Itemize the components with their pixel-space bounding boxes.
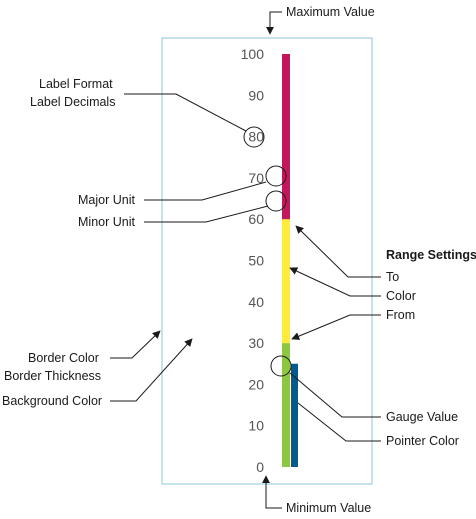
label-format-leader (124, 93, 247, 132)
label-format-label: Label Format (39, 77, 113, 91)
scale-tick-label: 10 (248, 418, 264, 434)
minimum-value-leader (262, 475, 282, 509)
gauge-value-leader (289, 372, 381, 418)
scale-tick-label: 30 (248, 335, 264, 351)
range-settings-heading: Range Settings (386, 248, 476, 262)
range-from-label: From (386, 308, 415, 322)
label-format-marker (243, 126, 265, 148)
pointer-bar-group (291, 363, 298, 467)
scale-tick-label: 50 (248, 253, 264, 269)
minor-unit-label: Minor Unit (78, 215, 135, 229)
scale-tick-label: 70 (248, 170, 264, 186)
range-to-leader (295, 225, 381, 278)
gauge-value-label: Gauge Value (386, 410, 458, 424)
range-band (282, 343, 290, 467)
range-band (282, 219, 290, 344)
minor-unit-marker (265, 190, 287, 212)
scale-tick-label: 80 (248, 129, 264, 145)
maximum-value-label: Maximum Value (286, 5, 375, 19)
background-color-leader (110, 338, 193, 402)
pointer-color-leader (297, 402, 381, 442)
range-bands (282, 54, 290, 467)
pointer-color-label: Pointer Color (386, 434, 459, 448)
major-unit-marker (265, 165, 287, 187)
range-band (282, 54, 290, 220)
range-from-leader (291, 314, 381, 340)
minimum-value-label: Minimum Value (286, 501, 371, 515)
pointer-bar (291, 363, 298, 467)
border-color-label: Border Color (28, 351, 99, 365)
scale-tick-label: 20 (248, 376, 264, 392)
label-decimals-label: Label Decimals (30, 95, 115, 109)
maximum-value-leader (266, 11, 282, 35)
major-unit-leader (144, 181, 267, 201)
range-to-label: To (386, 270, 399, 284)
minor-unit-leader (144, 205, 269, 223)
range-color-label: Color (386, 289, 416, 303)
scale-tick-label: 90 (248, 87, 264, 103)
range-color-leader (289, 267, 381, 297)
scale-tick-label: 60 (248, 211, 264, 227)
border-thickness-label: Border Thickness (4, 369, 101, 383)
scale-tick-label: 0 (256, 459, 264, 475)
background-color-label: Background Color (2, 394, 102, 408)
scale-tick-label: 100 (241, 46, 265, 62)
major-unit-label: Major Unit (78, 193, 135, 207)
scale-tick-label: 40 (248, 294, 264, 310)
gauge-value-marker (270, 355, 292, 377)
scale-tick-labels: 0 10 20 30 40 50 60 70 80 90 100 (241, 46, 265, 475)
gauge-frame (161, 37, 373, 485)
border-color-leader (110, 330, 161, 359)
